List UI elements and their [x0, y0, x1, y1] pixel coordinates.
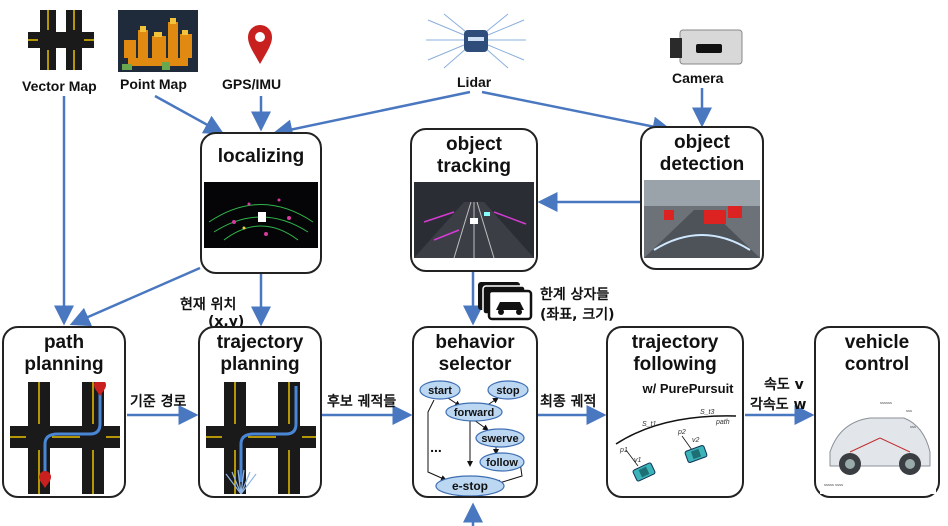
- vehicle-control-title-1: vehicle: [844, 332, 910, 353]
- object-detection-title-2: detection: [659, 154, 745, 175]
- lidar-localization-image: [204, 182, 318, 248]
- path-planning-node: path planning: [2, 326, 126, 498]
- svg-text:sss: sss: [906, 408, 912, 413]
- behavior-selector-title-1: behavior: [435, 332, 515, 353]
- arrow-lidar-to-detection: [481, 90, 673, 137]
- svg-text:v1: v1: [634, 457, 642, 464]
- bounding-boxes-sub: (좌표, 크기): [540, 307, 615, 323]
- trajectory-planning-node: trajectory planning: [198, 326, 322, 498]
- object-detection-title-1: object: [674, 132, 730, 153]
- svg-text:p2: p2: [677, 429, 686, 436]
- camera-icon: [670, 29, 743, 65]
- arrow-pointmap-to-localizing: [154, 94, 225, 135]
- current-position-label: 현재 위치: [180, 297, 237, 313]
- trajectory-following-title-1: trajectory: [631, 332, 719, 353]
- behavior-selector-node: behavior selector start stop forward swe…: [412, 326, 538, 498]
- state-estop-text: e-stop: [452, 479, 488, 493]
- svg-text:v2: v2: [692, 437, 700, 444]
- bounding-boxes-label: 한계 상자들: [540, 287, 610, 303]
- behavior-state-machine: start stop forward swerve follow e-stop …: [419, 380, 529, 496]
- state-swerve-text: swerve: [481, 433, 518, 445]
- localizing-title: localizing: [217, 146, 305, 167]
- object-tracking-node: object tracking: [410, 128, 538, 272]
- angular-speed-label: 각속도 w: [750, 397, 807, 413]
- state-estop: [435, 475, 505, 496]
- object-detection-image: [644, 180, 760, 258]
- point-map-icon: [118, 10, 198, 72]
- trajectory-following-title-2: following: [633, 354, 717, 375]
- gps-pin-icon: [248, 25, 272, 64]
- state-follow: [479, 452, 525, 472]
- object-tracking-title-1: object: [446, 134, 502, 155]
- state-stop-text: stop: [496, 385, 520, 397]
- candidate-trajectories-label: 후보 궤적들: [327, 394, 397, 410]
- lidar-icon: [426, 13, 526, 69]
- camera-label: Camera: [672, 70, 724, 86]
- trajectory-planning-title-2: planning: [220, 354, 300, 375]
- trajectory-planning-map: [206, 382, 316, 494]
- state-forward: [445, 402, 503, 422]
- speed-label: 속도 v: [764, 377, 804, 393]
- state-swerve: [475, 428, 525, 448]
- svg-text:p1: p1: [619, 447, 628, 454]
- gps-imu-label: GPS/IMU: [222, 76, 282, 92]
- lidar-label: Lidar: [457, 74, 492, 90]
- path-planning-title-2: planning: [24, 354, 104, 375]
- localizing-node: localizing: [200, 132, 322, 274]
- point-map-label: Point Map: [120, 76, 187, 92]
- trajectory-planning-title-1: trajectory: [216, 332, 304, 353]
- state-forward-text: forward: [454, 407, 494, 419]
- trajectory-following-subtitle: w/ PurePursuit: [642, 381, 734, 396]
- state-ellipsis: ...: [430, 439, 442, 455]
- state-stop: [487, 380, 529, 400]
- reference-path-label: 기준 경로: [130, 394, 187, 410]
- object-tracking-title-2: tracking: [437, 156, 511, 177]
- path-planning-title-1: path: [43, 332, 85, 353]
- svg-text:sss: sss: [910, 424, 916, 429]
- bounding-boxes-icon: [478, 282, 533, 321]
- path-planning-map: [10, 382, 120, 494]
- trajectory-following-node: trajectory following w/ PurePursuit S_t1…: [606, 326, 744, 498]
- state-follow-text: follow: [486, 457, 518, 469]
- svg-text:ssssss: ssssss: [880, 400, 892, 405]
- behavior-selector-title-2: selector: [438, 354, 512, 375]
- vector-map-icon: [28, 10, 94, 70]
- svg-text:S_t3: S_t3: [700, 409, 715, 416]
- object-tracking-image: [414, 182, 534, 258]
- state-start: [419, 380, 461, 400]
- arrow-lidar-to-localizing: [272, 90, 471, 140]
- svg-text:S_t1: S_t1: [642, 421, 657, 428]
- final-trajectory-label: 최종 궤적: [540, 394, 597, 410]
- object-detection-node: object detection: [640, 126, 764, 270]
- vehicle-control-title-2: control: [844, 354, 910, 375]
- svg-text:path: path: [715, 419, 730, 426]
- arrow-localizing-to-pathplanning: [69, 266, 201, 327]
- vector-map-label: Vector Map: [22, 78, 97, 94]
- svg-text:sssss ssss: sssss ssss: [824, 482, 843, 487]
- state-start-text: start: [428, 385, 452, 397]
